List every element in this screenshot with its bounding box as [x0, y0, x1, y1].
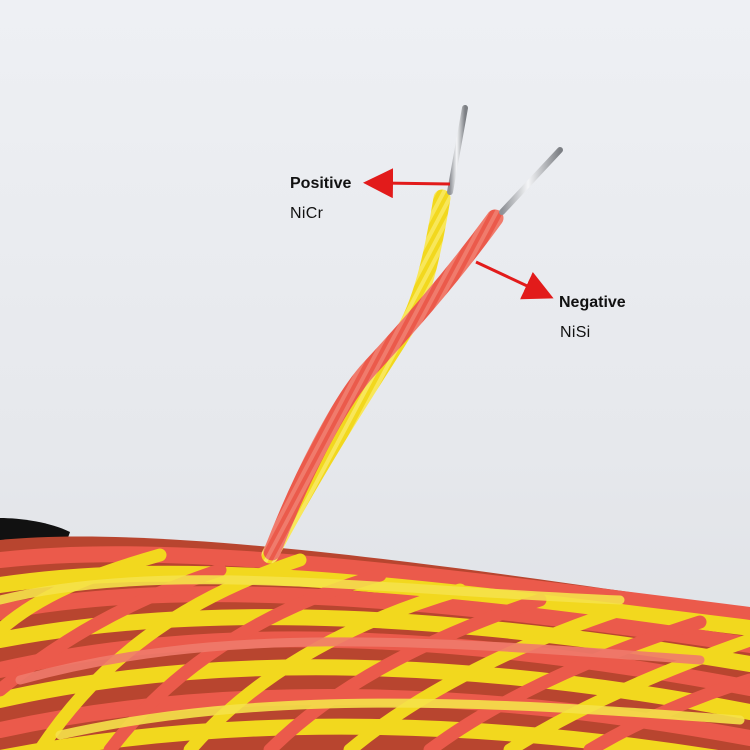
positive-material-label: NiCr	[290, 205, 324, 222]
positive-arrow	[363, 168, 451, 199]
positive-conductor	[447, 105, 468, 195]
negative-conductor	[499, 147, 563, 215]
negative-label: Negative	[559, 294, 626, 311]
negative-lead	[263, 147, 563, 561]
negative-arrow	[475, 260, 554, 300]
negative-lead-insulation	[263, 209, 504, 561]
negative-material-label: NiSi	[560, 324, 591, 341]
wire-spool	[0, 536, 750, 750]
positive-label: Positive	[290, 175, 352, 192]
